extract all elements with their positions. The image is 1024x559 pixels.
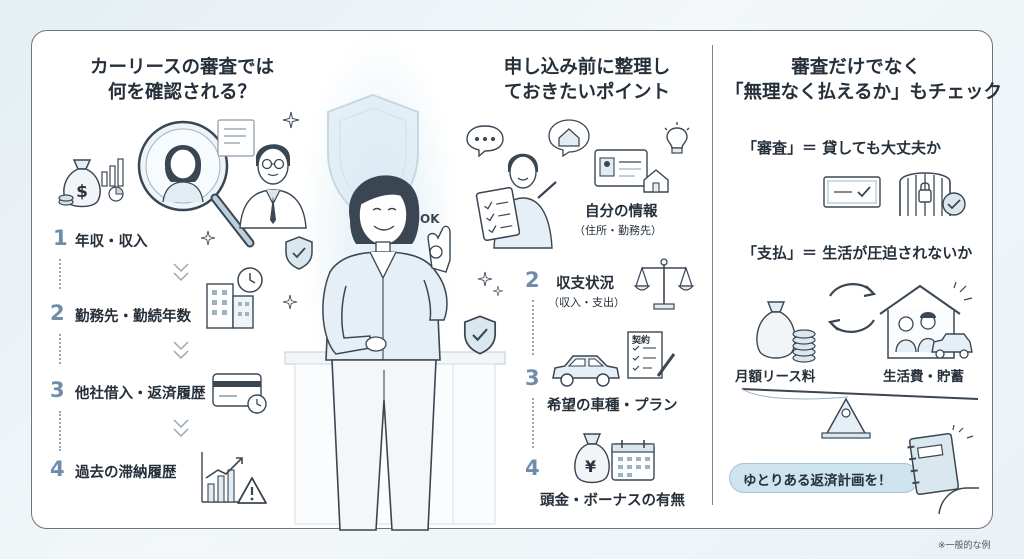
yen-bag-icon — [574, 433, 610, 484]
calendar-icon — [611, 440, 655, 481]
yen-symbol: ¥ — [585, 457, 597, 476]
right-row2-text: 「支払」＝ 生活が圧迫されないか — [742, 244, 973, 262]
right-title-line1: 審査だけでなく — [791, 57, 921, 78]
left-item3-number: 3 — [50, 378, 65, 402]
magnifier-icon — [137, 120, 255, 248]
credit-card-icon — [212, 373, 267, 414]
right-title-line2: 「無理なく払えるか」もチェック — [725, 82, 1002, 103]
cycle-arrows-icon — [827, 283, 877, 333]
sparkle-icon — [477, 271, 493, 287]
chart-up-icon — [201, 452, 248, 503]
seesaw-icon — [741, 388, 979, 439]
left-item4-label: 過去の滞納履歴 — [75, 465, 177, 481]
left-item3-label: 他社借入・返済履歴 — [75, 386, 206, 402]
clock-icon — [237, 267, 263, 293]
left-title-line2: 何を確認される？ — [107, 82, 256, 103]
middle-item3-number: 3 — [525, 366, 540, 390]
shield-check-icon — [285, 236, 313, 270]
house-icon — [548, 119, 590, 158]
left-item2-label: 勤務先・勤続年数 — [75, 309, 191, 325]
bar-chart-icon — [101, 158, 124, 202]
left-item1-number: 1 — [53, 226, 68, 250]
middle-item2-label: 収支状況 — [556, 276, 614, 292]
shield-check-icon — [463, 315, 497, 355]
money-bag-icon: $ — [58, 159, 101, 208]
middle-item1-label: 自分の情報 — [585, 204, 658, 220]
left-item2-number: 2 — [50, 301, 65, 325]
right-right-label: 生活費・貯蓄 — [883, 369, 964, 385]
chevron-down-icon — [173, 419, 189, 438]
middle-title-line2: ておきたいポイント — [504, 82, 670, 103]
family-house-icon — [879, 281, 973, 359]
sparkle-icon — [282, 111, 300, 129]
svg-text:$: $ — [76, 182, 88, 202]
dotted-connector — [59, 411, 61, 451]
dotted-connector — [59, 334, 61, 364]
money-bag-icon — [756, 301, 816, 363]
dotted-connector — [532, 398, 534, 448]
left-item1-label: 年収・収入 — [75, 234, 148, 250]
scale-icon — [633, 258, 695, 310]
check-document-icon — [823, 176, 881, 208]
gate-lock-icon — [899, 172, 966, 216]
woman-figure-icon — [322, 175, 451, 531]
sparkle-icon — [492, 285, 504, 297]
middle-item4-label: 頭金・ボーナスの有無 — [540, 493, 685, 509]
person-icon — [239, 144, 307, 229]
middle-item1-sub: （住所・勤務先） — [574, 224, 662, 237]
chevron-down-icon — [173, 341, 189, 360]
middle-item2-number: 2 — [525, 268, 540, 292]
lightbulb-icon — [664, 122, 690, 154]
building-icon — [206, 283, 254, 329]
right-row1-text: 「審査」＝ 貸しても大丈夫か — [742, 139, 942, 157]
contract-icon — [627, 331, 676, 379]
dotted-connector — [59, 259, 61, 289]
advice-pill-text: ゆとりある返済計画を！ — [743, 473, 892, 489]
id-card-icon — [594, 149, 648, 187]
speech-bubble-icon — [466, 125, 504, 158]
left-item4-number: 4 — [50, 457, 65, 481]
ok-text: OK — [420, 212, 440, 226]
middle-item4-number: 4 — [525, 456, 540, 480]
clipboard-icon — [475, 153, 557, 249]
contract-label: 契約 — [632, 336, 651, 346]
infographic-card — [31, 30, 993, 529]
left-title-line1: カーリースの審査では — [89, 57, 275, 78]
middle-item2-sub: （収入・支出） — [548, 296, 625, 309]
middle-title-line1: 申し込み前に整理し — [503, 57, 671, 78]
footnote: ※一般的な例 — [938, 541, 991, 551]
column-divider — [712, 45, 713, 505]
house-icon — [643, 169, 669, 193]
middle-item3-label: 希望の車種・プラン — [547, 398, 678, 414]
sparkle-icon — [200, 230, 216, 246]
document-icon — [217, 119, 255, 157]
notebook-icon — [907, 424, 979, 515]
warning-icon — [237, 477, 267, 504]
dotted-connector — [532, 300, 534, 355]
right-left-label: 月額リース料 — [735, 369, 816, 385]
chevron-down-icon — [173, 263, 189, 282]
sparkle-icon — [282, 294, 298, 310]
car-icon — [552, 355, 620, 387]
advice-pill — [729, 463, 919, 493]
